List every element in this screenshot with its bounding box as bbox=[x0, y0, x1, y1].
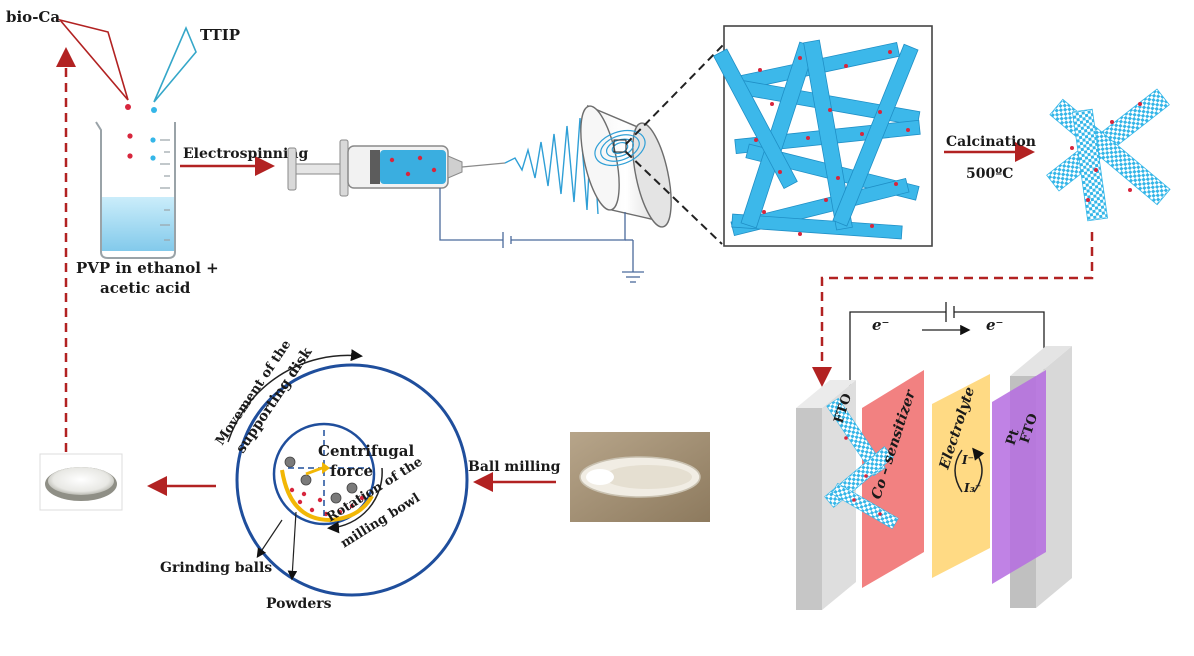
pipette-bio-ca-icon bbox=[57, 18, 131, 110]
powder-dish-photo bbox=[39, 453, 123, 511]
calcined-fibers-icon bbox=[1046, 88, 1171, 222]
ball-mill-schematic bbox=[227, 349, 469, 597]
temperature-label: 500ºC bbox=[966, 166, 1013, 182]
sensitizer-layer bbox=[862, 370, 924, 588]
cuttlebone-photo bbox=[570, 432, 710, 522]
pt-layer bbox=[992, 370, 1046, 584]
triiodide-label: I₃⁻ bbox=[963, 481, 981, 495]
pipette-ttip-icon bbox=[151, 25, 197, 113]
voltage-circuit bbox=[439, 188, 634, 272]
grinding-balls-label: Grinding balls bbox=[160, 560, 272, 576]
iodide-label: I⁻ bbox=[961, 453, 974, 467]
powders-label: Powders bbox=[266, 596, 332, 612]
calcination-label: Calcination bbox=[946, 134, 1036, 150]
ttip-label: TTIP bbox=[200, 26, 240, 44]
solution-label-line2: acetic acid bbox=[100, 279, 191, 297]
electrospinning-label: Electrospinning bbox=[183, 146, 308, 162]
ball-milling-label: Ball milling bbox=[468, 459, 561, 475]
zoom-line-bottom bbox=[625, 151, 723, 245]
electrolyte-layer bbox=[932, 374, 990, 578]
centrifugal-label-line2: force bbox=[330, 462, 373, 480]
electron-right-label: e⁻ bbox=[986, 316, 1003, 334]
collector-drum-icon bbox=[580, 104, 672, 228]
dssc-cell: e⁻ e⁻ I⁻ I₃⁻ FTO Co – sensitizer E bbox=[796, 302, 1072, 610]
route-to-dssc bbox=[812, 232, 1094, 387]
spinning-jet bbox=[504, 111, 599, 215]
ground-icon bbox=[622, 271, 644, 283]
beaker-icon bbox=[95, 121, 176, 259]
solution-label-line1: PVP in ethanol + bbox=[76, 259, 219, 277]
redox-arrows bbox=[954, 450, 982, 493]
zoom-line-top bbox=[625, 43, 725, 145]
calcined-particles bbox=[1070, 102, 1142, 202]
photoanode-fibers bbox=[824, 397, 899, 530]
bio-ca-label: bio-Ca bbox=[6, 8, 60, 26]
electron-left-label: e⁻ bbox=[872, 316, 889, 334]
centrifugal-label-line1: Centrifugal bbox=[318, 442, 414, 460]
nanofiber-mat-inset bbox=[713, 25, 933, 247]
pt-label: Pt bbox=[1004, 428, 1023, 448]
syringe-icon bbox=[287, 139, 506, 197]
